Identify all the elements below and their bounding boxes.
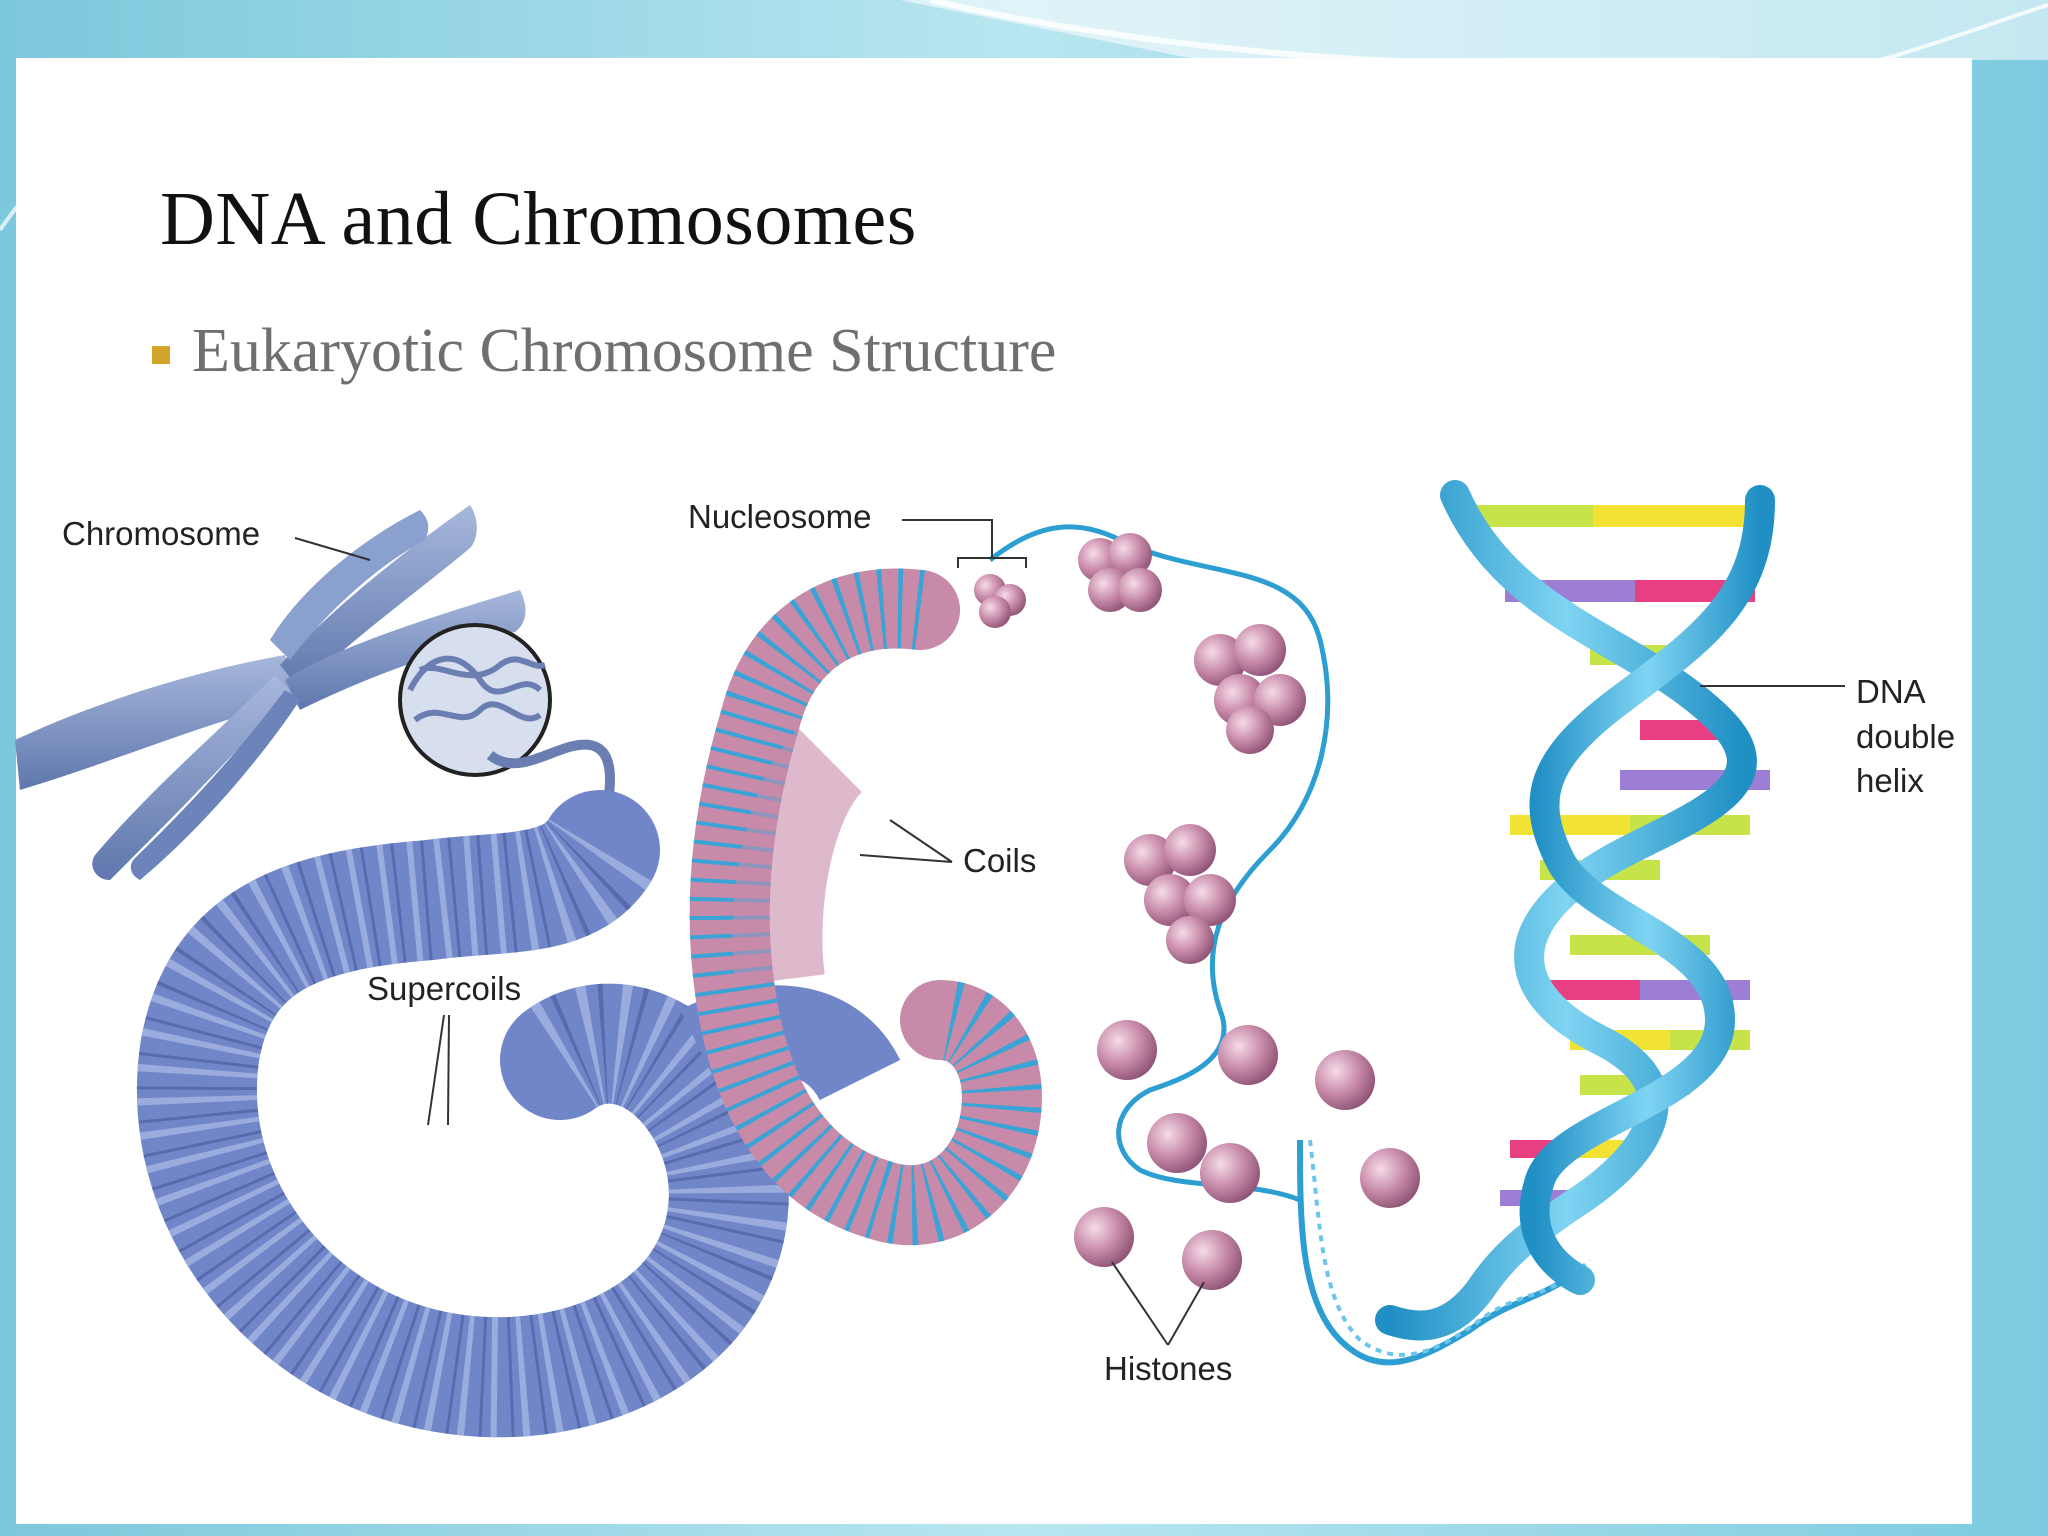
dna-double-helix	[1375, 480, 1775, 1341]
label-histones: Histones	[1104, 1350, 1232, 1387]
nucleosome-chain	[974, 524, 1331, 1203]
nucleosome-cluster	[1078, 533, 1162, 612]
bullet-square-icon	[152, 345, 170, 364]
nucleosome-cluster	[1194, 624, 1306, 754]
label-supercoils: Supercoils	[367, 970, 521, 1007]
leader-histones	[1111, 1261, 1205, 1346]
label-chromosome: Chromosome	[62, 515, 260, 552]
slide-subtitle: Eukaryotic Chromosome Structure	[192, 317, 1057, 385]
chromosome-illustration	[15, 505, 526, 880]
label-dna-line2: double	[1856, 718, 1955, 755]
label-nucleosome: Nucleosome	[688, 498, 871, 535]
histones-group	[1074, 1020, 1420, 1290]
bullet-item: Eukaryotic Chromosome Structure	[152, 316, 1056, 387]
thin-dna-strand	[1297, 1139, 1592, 1366]
leader-coils	[859, 819, 953, 863]
leader-chromosome	[294, 537, 371, 561]
nucleosome-small	[974, 574, 1026, 628]
label-coils: Coils	[963, 842, 1036, 879]
leader-supercoils	[427, 1014, 450, 1126]
nucleosome-cluster	[1124, 824, 1236, 964]
leader-nucleosome	[902, 519, 1027, 568]
coils-illustration	[689, 568, 1042, 1246]
label-dna-line3: helix	[1856, 762, 1924, 799]
slide-title: DNA and Chromosomes	[160, 177, 917, 261]
diagram-labels: Chromosome Nucleosome Coils Supercoils H…	[62, 498, 1955, 1387]
label-dna-line1: DNA	[1856, 673, 1926, 710]
